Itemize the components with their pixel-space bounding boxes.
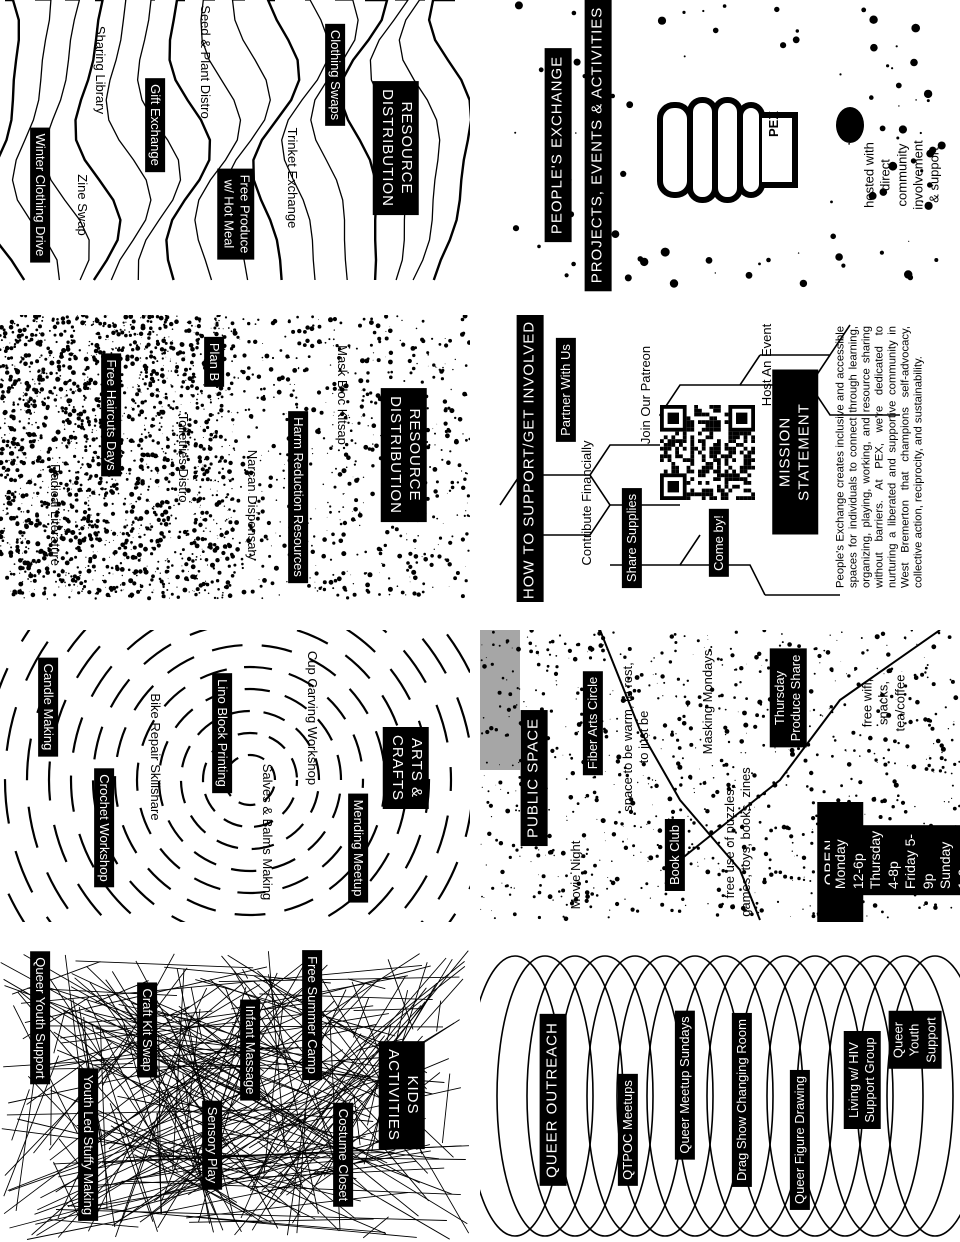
item-produce-share: Thursday Produce Share	[769, 648, 807, 748]
item-costume-closet: Costume Closet	[332, 1102, 354, 1208]
item-mending-meetup: Mending Meetup	[347, 793, 369, 903]
item-lino-block: Lino Block Printing	[211, 673, 233, 793]
item-share-supplies: Share Supplies	[621, 487, 643, 589]
item-cup-carving: Cup Carving Workshop	[305, 650, 321, 786]
item-candle-making: Candle Making	[37, 657, 59, 757]
ink-splatter-background	[512, 1, 946, 288]
item-living-hiv: Living w/ HIV Support Group	[843, 1031, 881, 1129]
item-queer-youth-support: Queer Youth Support	[888, 1011, 942, 1069]
item-plan-b: Plan B	[203, 336, 225, 388]
item-trinket-exchange: Trinket Exchange	[285, 127, 301, 229]
item-masking-mondays: Masking Mondays	[699, 649, 715, 755]
item-free-produce: Free Produce w/ Hot Meal	[217, 168, 255, 260]
mission-title: MISSION STATEMENT	[772, 369, 818, 535]
item-contribute-financially: Contribute Financially	[578, 440, 594, 566]
item-free-use: free use of puzzles, games, toys, books,…	[721, 767, 753, 917]
item-book-club: Book Club	[664, 819, 686, 891]
panel-title: RESOURCE DISTRIBUTION	[381, 388, 427, 522]
panel-queer-outreach: QUEER OUTREACH QTPOC Meetups Queer Meetu…	[480, 950, 960, 1242]
item-crochet: Crochet Workshop	[93, 768, 115, 888]
item-narcan: Narcan Dispensary	[245, 449, 261, 561]
panel-resource-distribution-2: RESOURCE DISTRIBUTION Mask Bloc Kitsap H…	[0, 315, 470, 602]
item-salves-balms: Salves & Balms Making	[260, 763, 276, 901]
panel-title: ARTS & CRAFTS	[383, 727, 429, 809]
item-queer-meetup-sundays: Queer Meetup Sundays	[674, 1010, 696, 1160]
item-drag-show: Drag Show Changing Room	[731, 1013, 753, 1187]
panel-cover: PEX PEOPLE'S EXCHANGE PROJECTS, EVENTS &…	[480, 0, 960, 292]
item-fiber-arts: Fiber Arts Circle	[582, 670, 604, 776]
panel-public-space: PUBLIC SPACE Movie Night Fiber Arts Circ…	[480, 630, 960, 922]
item-gift-exchange: Gift Exchange	[144, 78, 166, 172]
item-youth-stuffy: Youth Led Stuffy Making	[77, 1068, 99, 1222]
support-title: HOW TO SUPPORT/GET INVOLVED	[516, 315, 544, 602]
item-free-haircuts: Free Haircuts Days	[100, 353, 122, 477]
item-clothing-swaps: Clothing Swaps	[324, 23, 346, 127]
public-title: PUBLIC SPACE	[520, 709, 548, 847]
item-join-patreon[interactable]: Join Our Patreon	[637, 345, 653, 445]
panel-title: KIDS ACTIVITIES	[379, 1041, 425, 1149]
item-infant-massage: Infant Massage	[239, 999, 261, 1101]
logo-text: PEX	[766, 111, 781, 137]
item-partner-with-us: Partner With Us	[555, 338, 577, 442]
item-queer-youth-support: Queer Youth Support	[29, 951, 51, 1085]
item-mask-bloc: Mask Bloc Kitsap	[335, 345, 351, 445]
item-free-summer-camp: Free Summer Camp	[301, 950, 323, 1080]
item-sensory-play: Sensory Play	[201, 1100, 223, 1190]
item-qtpoc: QTPOC Meetups	[617, 1074, 639, 1186]
patreon-qr-code[interactable]	[660, 405, 755, 500]
item-seed-plant-distro: Seed & Plant Distro	[198, 5, 214, 119]
item-winter-clothing-drive: Winter Clothing Drive	[29, 127, 51, 263]
item-radical-literature: Radical Literature	[48, 464, 64, 566]
cover-title: PEOPLE'S EXCHANGE	[544, 47, 572, 243]
item-queer-figure-drawing: Queer Figure Drawing	[789, 1070, 811, 1210]
panel-arts-crafts: ARTS & CRAFTS Cup Carving Workshop Mendi…	[0, 630, 470, 922]
panel-resource-distribution-1: RESOURCE DISTRIBUTION Clothing Swaps Tri…	[0, 0, 470, 292]
fist-logo: PEX	[657, 97, 798, 203]
queer-title: QUEER OUTREACH	[539, 1014, 567, 1186]
item-zine-swap: Zine Swap	[75, 174, 91, 236]
mission-text: People's Exchange creates inclusive and …	[834, 326, 925, 588]
cover-subtitle: PROJECTS, EVENTS & ACTIVITIES	[584, 0, 612, 292]
panel-support: HOW TO SUPPORT/GET INVOLVED Partner With…	[480, 315, 960, 602]
cover-tagline: hosted with direct community involvement…	[861, 140, 942, 210]
item-craft-kit-swap: Craft Kit Swap	[136, 982, 158, 1078]
item-toiletries: Toiletries Distro	[176, 413, 192, 503]
item-come-by: Come by!	[708, 509, 730, 577]
panel-kids-activities: KIDS ACTIVITIES Free Summer Camp Costume…	[0, 950, 470, 1242]
item-movie-night: Movie Night	[567, 840, 583, 910]
item-sharing-library: Sharing Library	[93, 25, 109, 115]
item-free-wifi: free wifi, snacks, tea/coffee	[859, 674, 908, 732]
item-bike-repair: Bike Repair Skillshare	[148, 693, 164, 821]
panel-title: RESOURCE DISTRIBUTION	[373, 81, 419, 215]
item-harm-reduction: Harm Reduction Resources	[287, 411, 309, 583]
open-hours-list: Monday 12-6p Thursday 4-8p Friday 5-9p S…	[830, 824, 960, 896]
item-space-to-be-warm: space to be warm, to rest, to just be	[619, 662, 651, 812]
